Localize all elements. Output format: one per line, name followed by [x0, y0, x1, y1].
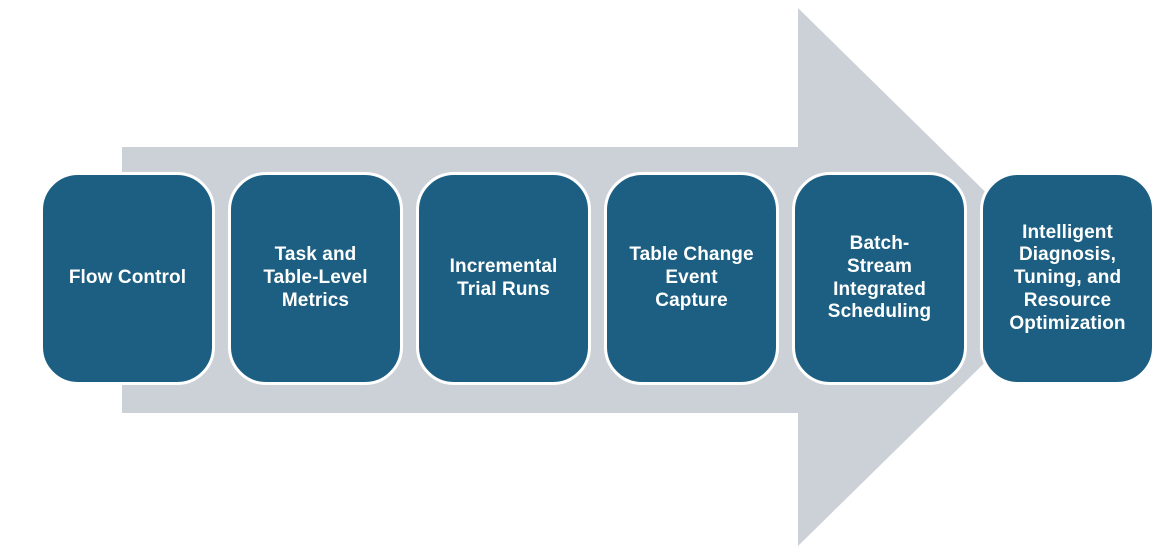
process-step-label: Flow Control — [68, 267, 187, 289]
process-step-label: Intelligent Diagnosis, Tuning, and Resou… — [1009, 221, 1126, 334]
process-step-5: Batch- Stream Integrated Scheduling — [792, 172, 967, 385]
process-step-2: Task and Table-Level Metrics — [228, 172, 403, 385]
process-step-label: Task and Table-Level Metrics — [263, 244, 368, 311]
right-arrow-shape — [122, 8, 1072, 546]
process-steps-row: Flow Control Task and Table-Level Metric… — [40, 172, 1155, 385]
process-step-label: Incremental Trial Runs — [449, 255, 558, 300]
process-step-6: Intelligent Diagnosis, Tuning, and Resou… — [980, 172, 1155, 385]
process-step-1: Flow Control — [40, 172, 215, 385]
process-step-label: Table Change Event Capture — [629, 244, 754, 311]
process-step-3: Incremental Trial Runs — [416, 172, 591, 385]
process-step-4: Table Change Event Capture — [604, 172, 779, 385]
process-step-label: Batch- Stream Integrated Scheduling — [827, 232, 932, 323]
